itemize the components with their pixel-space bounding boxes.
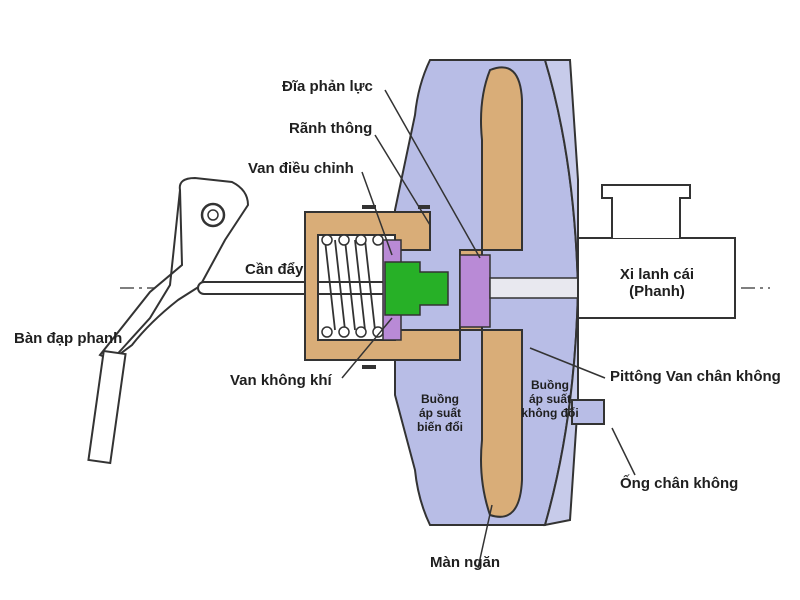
label-vacuum-pipe: Ống chân không — [620, 475, 739, 492]
label-master-cylinder-line2: (Phanh) — [629, 283, 685, 300]
vacuum-pipe-nub — [571, 399, 605, 425]
label-master-cylinder: Xi lanh cái (Phanh) — [612, 266, 702, 300]
label-master-cylinder-line1: Xi lanh cái — [619, 266, 695, 283]
pedal-pivot-inner — [207, 209, 219, 221]
label-control-valve: Van điều chỉnh — [248, 160, 354, 177]
seals — [362, 205, 430, 369]
air-valve-plunger — [384, 261, 449, 316]
label-piston-vacuum-valve: Pittông Van chân không — [610, 368, 781, 385]
label-push-rod: Cần đẩy — [245, 261, 304, 278]
label-constant-chamber-line1: Buồng — [531, 378, 569, 392]
label-reaction-disc: Đĩa phản lực — [282, 78, 373, 95]
label-variable-chamber: Buồng áp suất biến đổi — [405, 392, 475, 434]
master-cylinder — [577, 237, 736, 319]
label-variable-chamber-line1: Buồng — [421, 392, 459, 406]
brake-pedal-pad — [87, 349, 127, 465]
label-groove: Rãnh thông — [289, 120, 373, 137]
spring-coils — [321, 234, 384, 338]
label-diaphragm: Màn ngăn — [430, 554, 500, 571]
label-variable-chamber-line2: áp suất — [418, 406, 461, 420]
brake-pedal-arm — [111, 189, 181, 361]
diaphragm-shape — [459, 66, 523, 518]
label-constant-chamber-line2: áp suất — [528, 392, 571, 406]
valve-body — [304, 211, 461, 361]
pointer-lines — [341, 89, 636, 569]
label-brake-pedal: Bàn đạp phanh — [14, 330, 123, 347]
reaction-disc-shape — [459, 254, 491, 328]
master-cylinder-reservoir — [601, 184, 691, 238]
label-variable-chamber-line3: biến đổi — [417, 420, 463, 434]
label-constant-chamber-line3: không đổi — [521, 406, 579, 420]
output-rod — [489, 277, 581, 299]
return-spring — [324, 239, 376, 331]
label-air-valve: Van không khí — [230, 372, 332, 389]
label-constant-chamber: Buồng áp suất không đổi — [514, 378, 586, 420]
